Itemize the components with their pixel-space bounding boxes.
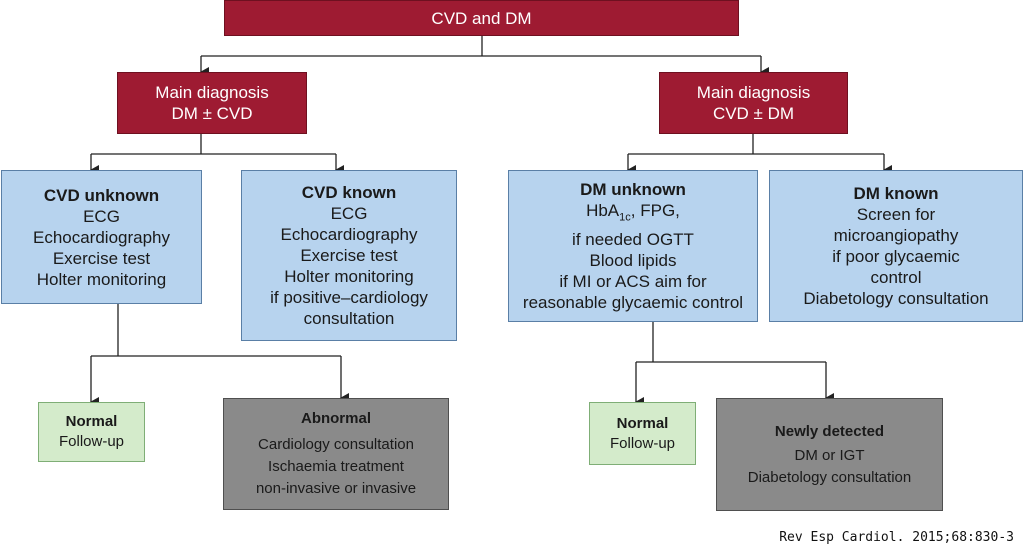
root-label: CVD and DM bbox=[431, 8, 532, 28]
cvd-known-item: Echocardiography bbox=[280, 225, 418, 244]
right-normal-box: Normal Follow-up bbox=[589, 402, 696, 465]
dm-unknown-item: reasonable glycaemic control bbox=[522, 292, 744, 312]
left-normal-heading: Normal bbox=[65, 413, 118, 430]
main-diagnosis-dm-line-2: DM ± CVD bbox=[171, 104, 253, 123]
newly-detected-heading: Newly detected bbox=[774, 422, 885, 440]
cvd-unknown-box: CVD unknown ECG Echocardiography Exercis… bbox=[1, 170, 202, 304]
cvd-unknown-item: Echocardiography bbox=[32, 227, 171, 247]
cvd-unknown-item: Holter monitoring bbox=[36, 269, 167, 289]
main-diagnosis-cvd-line-1: Main diagnosis bbox=[696, 83, 811, 102]
abnormal-box: Abnormal Cardiology consultation Ischaem… bbox=[223, 398, 449, 510]
dm-known-item: Screen for bbox=[856, 205, 936, 224]
dm-unknown-item: if needed OGTT bbox=[572, 229, 694, 249]
newly-detected-item: DM or IGT bbox=[794, 446, 865, 464]
abnormal-heading: Abnormal bbox=[300, 410, 371, 427]
connector-dm-unknown-split bbox=[636, 322, 826, 363]
main-diagnosis-dm-line-1: Main diagnosis bbox=[155, 83, 269, 102]
cvd-known-box: CVD known ECG Echocardiography Exercise … bbox=[241, 170, 457, 341]
cvd-unknown-heading: CVD unknown bbox=[43, 185, 160, 205]
cvd-unknown-item: ECG bbox=[83, 206, 120, 226]
cvd-known-heading: CVD known bbox=[301, 183, 397, 202]
root-box: CVD and DM bbox=[224, 0, 739, 36]
dm-known-box: DM known Screen for microangiopathy if p… bbox=[769, 170, 1023, 322]
dm-known-item: if poor glycaemic bbox=[832, 247, 960, 266]
connector-right-split bbox=[628, 134, 884, 155]
dm-known-item: control bbox=[870, 268, 922, 287]
dm-unknown-item: Blood lipids bbox=[589, 250, 677, 270]
abnormal-item: Cardiology consultation bbox=[258, 436, 414, 453]
right-normal-heading: Normal bbox=[616, 414, 669, 432]
cvd-known-item: if positive–cardiology bbox=[270, 288, 428, 307]
main-diagnosis-cvd-box: Main diagnosis CVD ± DM bbox=[659, 72, 848, 134]
newly-detected-item: Diabetology consultation bbox=[747, 468, 912, 486]
cvd-known-item: consultation bbox=[303, 309, 395, 328]
dm-unknown-hba1c-line: HbA1c, FPG, bbox=[586, 201, 680, 224]
citation-text: Rev Esp Cardiol. 2015;68:830-3 bbox=[779, 530, 1014, 545]
left-normal-item: Follow-up bbox=[58, 433, 125, 450]
dm-unknown-heading: DM unknown bbox=[580, 180, 686, 200]
connector-root-split bbox=[201, 36, 761, 57]
main-diagnosis-dm-box: Main diagnosis DM ± CVD bbox=[117, 72, 307, 134]
cvd-known-item: Holter monitoring bbox=[284, 267, 414, 286]
dm-known-item: Diabetology consultation bbox=[803, 289, 989, 308]
cvd-known-item: ECG bbox=[330, 204, 368, 223]
dm-unknown-item: if MI or ACS aim for bbox=[559, 271, 707, 291]
connector-cvd-unknown-split bbox=[91, 304, 341, 357]
left-normal-box: Normal Follow-up bbox=[38, 402, 145, 462]
main-diagnosis-cvd-line-2: CVD ± DM bbox=[712, 104, 795, 123]
cvd-known-item: Exercise test bbox=[300, 246, 398, 265]
right-normal-item: Follow-up bbox=[609, 434, 676, 452]
connector-left-split bbox=[91, 134, 336, 155]
dm-known-item: microangiopathy bbox=[833, 226, 959, 245]
newly-detected-box: Newly detected DM or IGT Diabetology con… bbox=[716, 398, 943, 511]
dm-known-heading: DM known bbox=[853, 184, 939, 203]
cvd-unknown-item: Exercise test bbox=[52, 248, 151, 268]
abnormal-item: non-invasive or invasive bbox=[255, 480, 417, 497]
abnormal-item: Ischaemia treatment bbox=[268, 458, 404, 475]
dm-unknown-box: DM unknown HbA1c, FPG, if needed OGTT Bl… bbox=[508, 170, 758, 322]
